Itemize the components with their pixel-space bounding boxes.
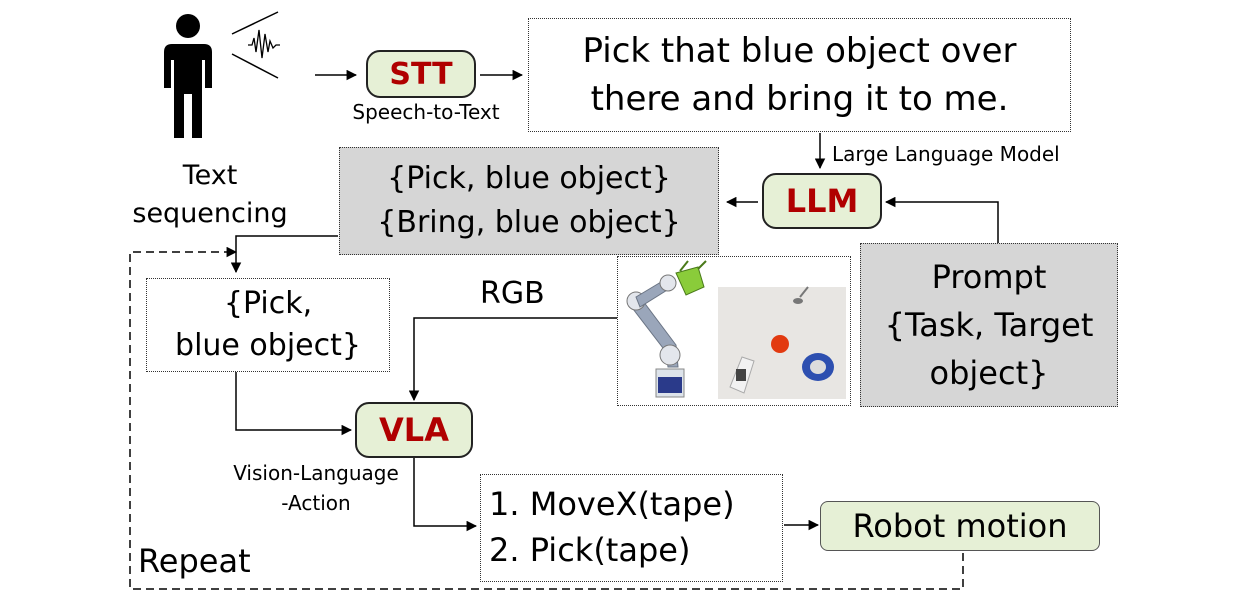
rgb-label: RGB	[480, 276, 545, 311]
robot-motion-label: Robot motion	[852, 507, 1068, 545]
vla-caption-line2: -Action	[281, 491, 351, 515]
vla-caption-line1: Vision-Language	[233, 461, 399, 485]
arrow-task-to-vla	[235, 372, 353, 436]
arrow-prompt-to-llm	[884, 196, 999, 243]
repeat-loop	[129, 246, 964, 590]
stt-module: STT	[366, 50, 476, 98]
text-sequencing-label: Text sequencing	[130, 155, 290, 235]
person-speaking-icon	[164, 11, 280, 138]
llm-caption: Large Language Model	[832, 142, 1060, 166]
vla-label: VLA	[379, 411, 449, 449]
arrow-rgb-to-vla	[408, 317, 617, 402]
prompt-line2: {Task, Target	[884, 306, 1094, 344]
current-task-line2: blue object}	[175, 328, 361, 363]
robot-arm-scene-image	[626, 260, 846, 399]
current-task-box: {Pick, blue object}	[146, 278, 390, 372]
current-task-line1: {Pick,	[223, 286, 313, 321]
prompt-line3: object}	[929, 354, 1049, 392]
transcript-line1: Pick that blue object over	[582, 31, 1017, 71]
task-sequence-box: {Pick, blue object} {Bring, blue object}	[339, 147, 719, 255]
action-list-box: 1. MoveX(tape) 2. Pick(tape)	[480, 474, 783, 582]
transcript-box: Pick that blue object over there and bri…	[528, 18, 1071, 132]
llm-label: LLM	[785, 182, 859, 220]
action-line1: 1. MoveX(tape)	[489, 485, 735, 523]
repeat-label: Repeat	[138, 542, 251, 580]
stt-label: STT	[389, 56, 453, 92]
action-line2: 2. Pick(tape)	[489, 531, 691, 569]
arrow-sequence-to-task	[230, 235, 338, 274]
robot-motion-box: Robot motion	[820, 501, 1100, 551]
text-sequencing-line2: sequencing	[132, 198, 288, 229]
sequence-line1: {Pick, blue object}	[387, 161, 671, 196]
transcript-line2: there and bring it to me.	[590, 79, 1009, 119]
llm-module: LLM	[762, 173, 882, 229]
sequence-line2: {Bring, blue object}	[377, 205, 681, 240]
text-sequencing-line1: Text	[182, 160, 238, 191]
rgb-image-frame	[617, 256, 851, 406]
stt-caption: Speech-to-Text	[352, 100, 500, 124]
prompt-box: Prompt {Task, Target object}	[860, 243, 1118, 407]
vla-caption: Vision-Language -Action	[216, 458, 416, 518]
vla-module: VLA	[355, 402, 473, 458]
prompt-line1: Prompt	[931, 258, 1047, 296]
arrow-vla-to-actions	[413, 457, 478, 532]
